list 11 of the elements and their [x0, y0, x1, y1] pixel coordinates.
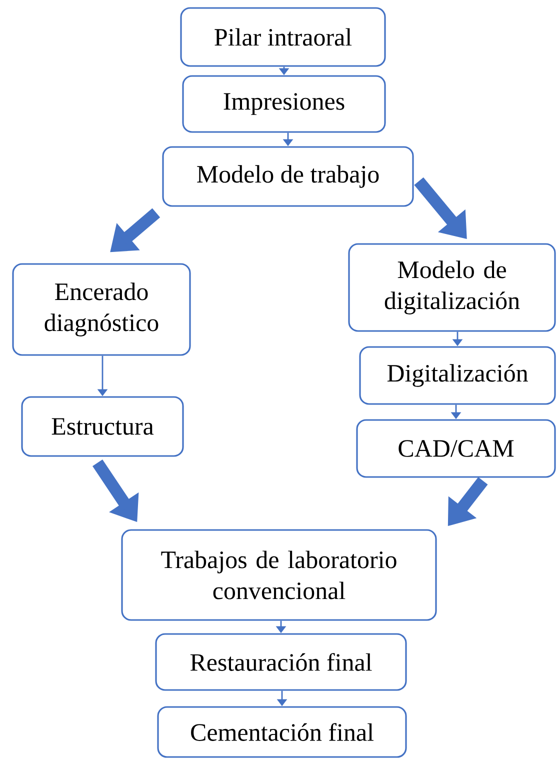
process-box: Restauración final	[155, 633, 407, 691]
process-box: Encerado diagnóstico	[12, 263, 191, 356]
process-box: Trabajos de laboratorio convencional	[121, 529, 437, 621]
process-box: Pilar intraoral	[180, 7, 386, 67]
process-box: Modelo de digitalización	[348, 243, 556, 332]
process-box: Impresiones	[182, 75, 386, 133]
process-box: Modelo de trabajo	[162, 146, 414, 207]
process-box: Digitalización	[359, 346, 556, 405]
process-box: CAD/CAM	[356, 419, 556, 478]
process-box: Estructura	[21, 396, 184, 457]
process-box: Cementación final	[157, 706, 407, 758]
